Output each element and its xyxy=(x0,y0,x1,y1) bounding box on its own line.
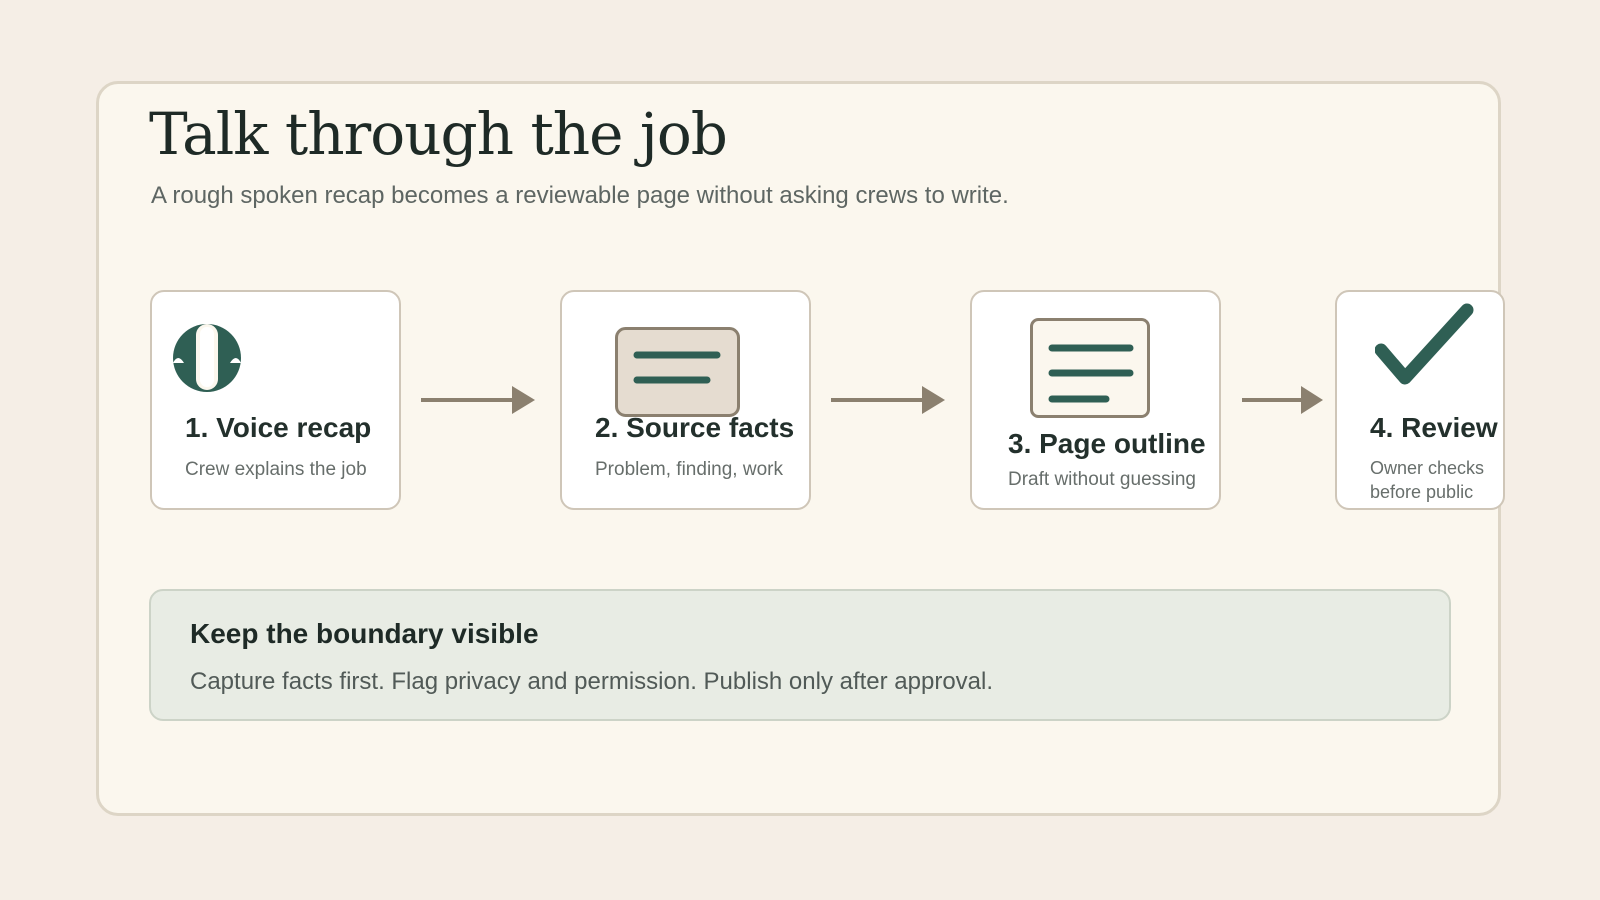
boundary-callout xyxy=(149,589,1451,721)
step-review xyxy=(1335,290,1505,510)
microphone-icon xyxy=(173,324,241,392)
page-outline-icon xyxy=(1030,318,1150,418)
step-title: 1. Voice recap xyxy=(185,412,372,443)
facts-card-icon xyxy=(615,327,740,417)
step-subtitle: before public xyxy=(1370,482,1474,502)
page-subtitle: A rough spoken recap becomes a reviewabl… xyxy=(151,182,1009,209)
arrow-icon xyxy=(831,386,945,414)
step-title: 2. Source facts xyxy=(595,412,795,443)
arrow-icon xyxy=(1242,386,1323,414)
callout-title: Keep the boundary visible xyxy=(190,618,539,649)
callout-text: Capture facts first. Flag privacy and pe… xyxy=(190,668,994,695)
step-subtitle: Crew explains the job xyxy=(185,459,367,480)
step-title: 4. Review xyxy=(1370,412,1498,443)
step-subtitle: Draft without guessing xyxy=(1008,469,1196,490)
step-title: 3. Page outline xyxy=(1008,428,1206,459)
step-subtitle: Owner checks xyxy=(1370,458,1485,478)
step-voice-recap xyxy=(150,290,401,510)
step-subtitle: Problem, finding, work xyxy=(595,459,783,480)
checkmark-icon xyxy=(1375,303,1474,385)
arrow-icon xyxy=(421,386,535,414)
page-title: Talk through the job xyxy=(149,100,728,168)
